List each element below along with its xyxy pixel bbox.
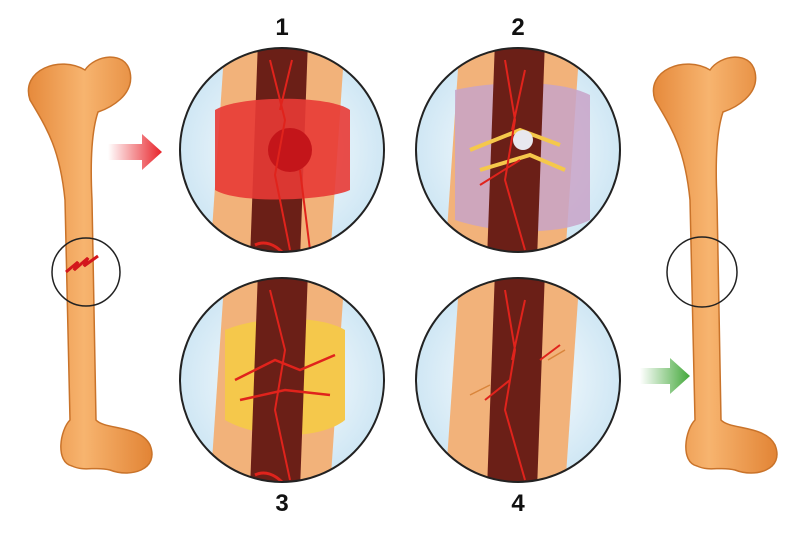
fracture-line — [65, 254, 99, 274]
arrow-right-icon — [640, 358, 690, 394]
fracture-magnifier-circle — [51, 237, 121, 307]
stage-1-number: 1 — [275, 14, 289, 41]
healed-femur — [652, 56, 778, 474]
stage-2-number: 2 — [511, 14, 525, 41]
stage-4-number: 4 — [511, 490, 525, 517]
stage-3-hard-callus — [179, 277, 385, 483]
stage-2-soft-callus — [415, 47, 621, 253]
stage-4-remodeling — [415, 277, 621, 483]
fractured-femur — [27, 56, 153, 474]
stage-1-hematoma — [179, 47, 385, 253]
arrow-right-icon — [108, 134, 162, 170]
healed-magnifier-circle — [666, 236, 738, 308]
stage-3-number: 3 — [275, 490, 289, 517]
